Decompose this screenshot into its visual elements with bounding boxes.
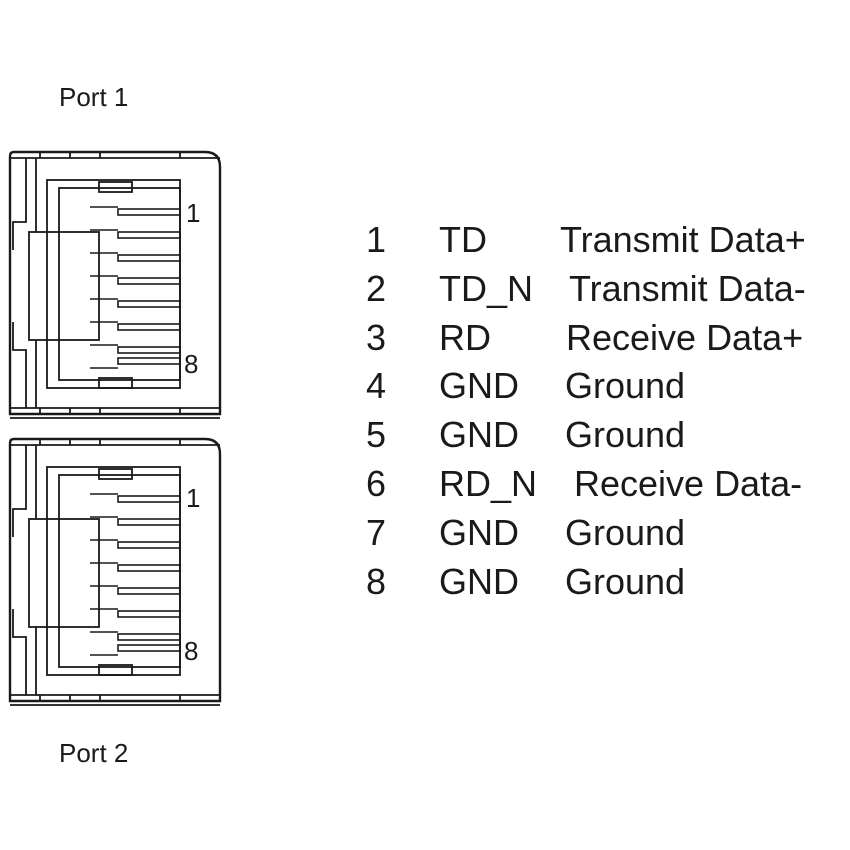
port-1-pin-last-label: 8 xyxy=(184,349,198,379)
pin-description: Ground xyxy=(565,414,686,456)
pin-description: Receive Data- xyxy=(574,462,803,504)
pin-number: 2 xyxy=(366,267,387,309)
port-1-jack xyxy=(8,150,222,419)
port-1-pin-first-label: 1 xyxy=(186,198,200,228)
pin-number: 7 xyxy=(366,511,387,553)
port-2-jack xyxy=(8,437,222,706)
pin-signal: GND xyxy=(439,414,519,456)
pin-signal: RD_N xyxy=(439,462,538,504)
pin-description: Ground xyxy=(565,365,686,407)
pin-signal: GND xyxy=(439,560,519,602)
pin-number: 4 xyxy=(366,365,387,407)
pin-description: Ground xyxy=(565,511,686,553)
port-1-label: Port 1 xyxy=(59,82,129,112)
pin-description: Ground xyxy=(565,560,686,602)
pin-number: 1 xyxy=(366,219,387,260)
pin-description: Receive Data+ xyxy=(566,316,804,358)
pin-description: Transmit Data+ xyxy=(560,219,806,260)
pin-signal: GND xyxy=(439,511,519,553)
pin-signal: TD_N xyxy=(439,267,534,309)
pin-number: 8 xyxy=(366,560,387,602)
pin-signal: RD xyxy=(439,316,491,358)
pin-signal: GND xyxy=(439,365,519,407)
pin-number: 6 xyxy=(366,462,387,504)
pin-description: Transmit Data- xyxy=(569,267,806,309)
pin-number: 5 xyxy=(366,414,387,456)
pin-signal: TD xyxy=(439,219,487,260)
port-2-label: Port 2 xyxy=(59,738,129,768)
port-2-pin-last-label: 8 xyxy=(184,636,198,666)
pin-number: 3 xyxy=(366,316,387,358)
port-2-pin-first-label: 1 xyxy=(186,483,200,513)
